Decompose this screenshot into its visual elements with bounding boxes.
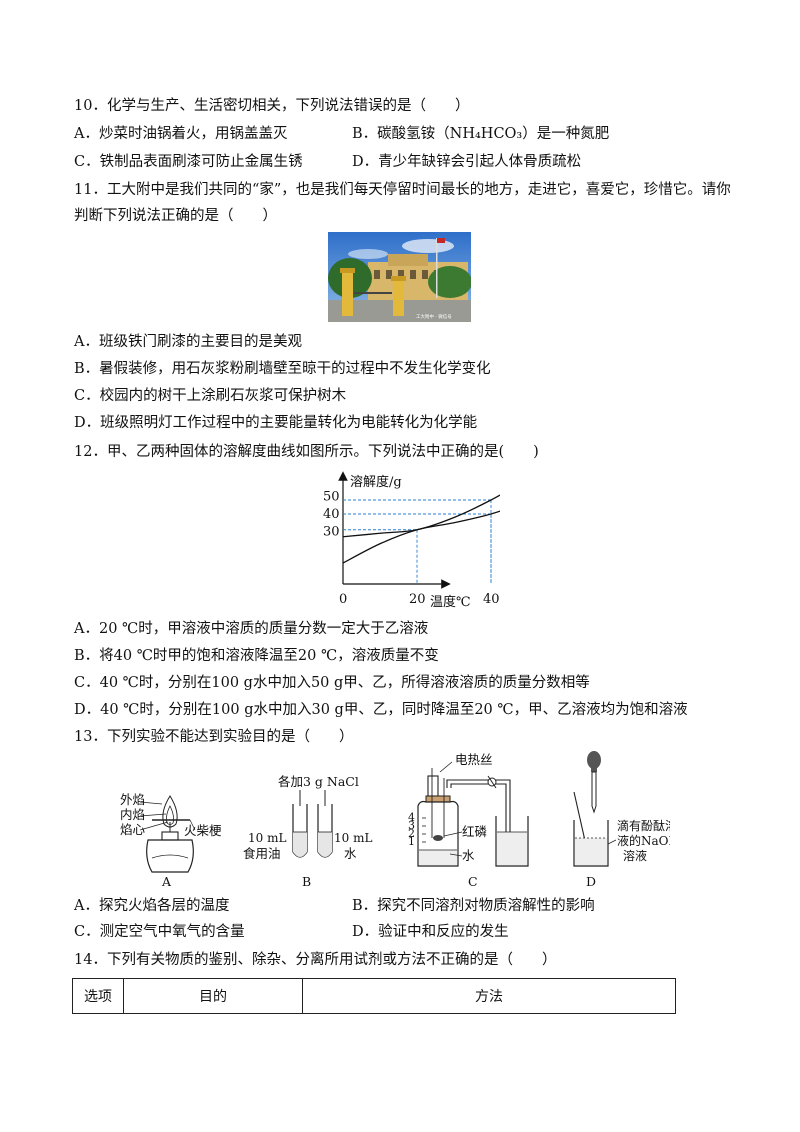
label-heating-wire: 电热丝	[455, 752, 493, 767]
q12-option-d: D．40 ℃时，分别在100 g水中加入30 g甲、乙，同时降温至20 ℃，甲、…	[74, 702, 688, 718]
label-flame-core: 焰心	[120, 822, 146, 837]
q11-option-c: C．校园内的树干上涂刷石灰浆可保护树木	[74, 388, 347, 404]
q11-stem-line2: 判断下列说法正确的是（ ）	[74, 208, 277, 224]
q13-option-c: C．测定空气中氧气的含量	[74, 924, 245, 940]
q11-stem-line1: 11．工大附中是我们共同的“家”，也是我们每天停留时间最长的地方，走进它，喜爱它…	[74, 182, 731, 198]
series-line-jia	[342, 478, 529, 538]
scale-mark-4: 4	[408, 811, 415, 824]
caption-d: D	[586, 874, 596, 889]
origin-label: 0	[339, 592, 347, 607]
q11-option-b: B．暑假装修，用石灰浆粉刷墙壁至晾干的过程中不发生化学变化	[74, 361, 491, 377]
figure-a-alcohol-lamp: 外焰 内焰 焰心 火柴梗 A	[120, 792, 222, 889]
q10-option-a: A．炒菜时油锅着火，用锅盖盖灭	[74, 126, 288, 142]
q13-experiment-figures: 外焰 内焰 焰心 火柴梗 A 各加3 g NaCl 10 mL 食用油 10 m…	[100, 748, 679, 893]
caption-a: A	[161, 874, 172, 889]
label-left-volume: 10 mL	[248, 831, 286, 845]
q12-option-c: C．40 ℃时，分别在100 g水中加入50 g甲、乙，所得溶液溶质的质量分数相…	[74, 675, 590, 691]
q13-option-a: A．探究火焰各层的温度	[74, 898, 230, 914]
x-tick-label-40: 40	[483, 592, 500, 607]
q14-table-header-row: 选项 目的 方法	[72, 978, 676, 1014]
y-tick-label-40: 40	[323, 507, 340, 522]
figure-d-neutralization: 滴有酚酞溶 液的NaOH 溶液 D	[573, 751, 679, 889]
school-gate-photo: 工大附中 · 微信号	[328, 232, 472, 322]
caption-c: C	[468, 874, 478, 889]
label-red-phosphorus: 红磷	[462, 824, 488, 839]
header-purpose: 目的	[123, 978, 303, 1014]
label-matchstick: 火柴梗	[184, 823, 222, 838]
x-tick-label-20: 20	[409, 592, 426, 607]
label-phenolphthalein: 滴有酚酞溶	[617, 818, 670, 833]
q12-stem: 12．甲、乙两种固体的溶解度曲线如图所示。下列说法中正确的是( )	[74, 444, 539, 460]
label-right-volume: 10 mL	[334, 831, 372, 845]
figure-b-test-tubes: 各加3 g NaCl 10 mL 食用油 10 mL 水 B	[243, 774, 372, 889]
header-method: 方法	[302, 978, 676, 1014]
header-option: 选项	[72, 978, 124, 1014]
scale-mark-3: 3	[408, 819, 415, 832]
q10-option-c: C．铁制品表面刷漆可防止金属生锈	[74, 154, 303, 170]
q14-table: 选项 目的 方法	[72, 978, 676, 1014]
label-naoh: 液的NaOH	[617, 833, 670, 848]
q13-option-b: B．探究不同溶剂对物质溶解性的影响	[352, 898, 595, 914]
figure-c-oxygen-apparatus: 电热丝 4 3 2 1	[408, 752, 529, 889]
label-edible-oil: 食用油	[243, 846, 281, 861]
q11-option-d: D．班级照明灯工作过程中的主要能量转化为电能转化为化学能	[74, 415, 478, 431]
y-axis-label: 溶解度/g	[350, 474, 402, 490]
label-water-c: 水	[462, 848, 475, 863]
scale-mark-2: 2	[408, 827, 415, 840]
series-line-yi	[342, 501, 529, 564]
y-tick-label-30: 30	[323, 525, 340, 540]
q13-option-d: D．验证中和反应的发生	[352, 924, 509, 940]
y-tick-label-50: 50	[323, 490, 340, 505]
q10-stem: 10．化学与生产、生活密切相关，下列说法错误的是（ ）	[74, 98, 470, 114]
q12-option-b: B．将40 ℃时甲的饱和溶液降温至20 ℃，溶液质量不变	[74, 648, 439, 664]
q10-option-b: B．碳酸氢铵（NH₄HCO₃）是一种氮肥	[352, 126, 610, 142]
label-inner-flame: 内焰	[120, 807, 145, 822]
q11-option-a: A．班级铁门刷漆的主要目的是美观	[74, 334, 302, 350]
label-water: 水	[344, 846, 357, 861]
label-solution: 溶液	[623, 848, 647, 863]
photo-watermark: 工大附中 · 微信号	[416, 313, 452, 320]
scale-mark-1: 1	[408, 835, 415, 848]
label-add-nacl: 各加3 g NaCl	[278, 774, 359, 789]
q14-stem: 14．下列有关物质的鉴别、除杂、分离所用试剂或方法不正确的是（ ）	[74, 952, 557, 968]
label-outer-flame: 外焰	[120, 792, 145, 807]
caption-b: B	[302, 874, 311, 889]
q10-option-d: D．青少年缺锌会引起人体骨质疏松	[352, 154, 582, 170]
x-axis-label: 温度℃	[430, 594, 471, 610]
q13-stem: 13．下列实验不能达到实验目的是（ ）	[74, 729, 354, 745]
q12-option-a: A．20 ℃时，甲溶液中溶质的质量分数一定大于乙溶液	[74, 621, 429, 637]
